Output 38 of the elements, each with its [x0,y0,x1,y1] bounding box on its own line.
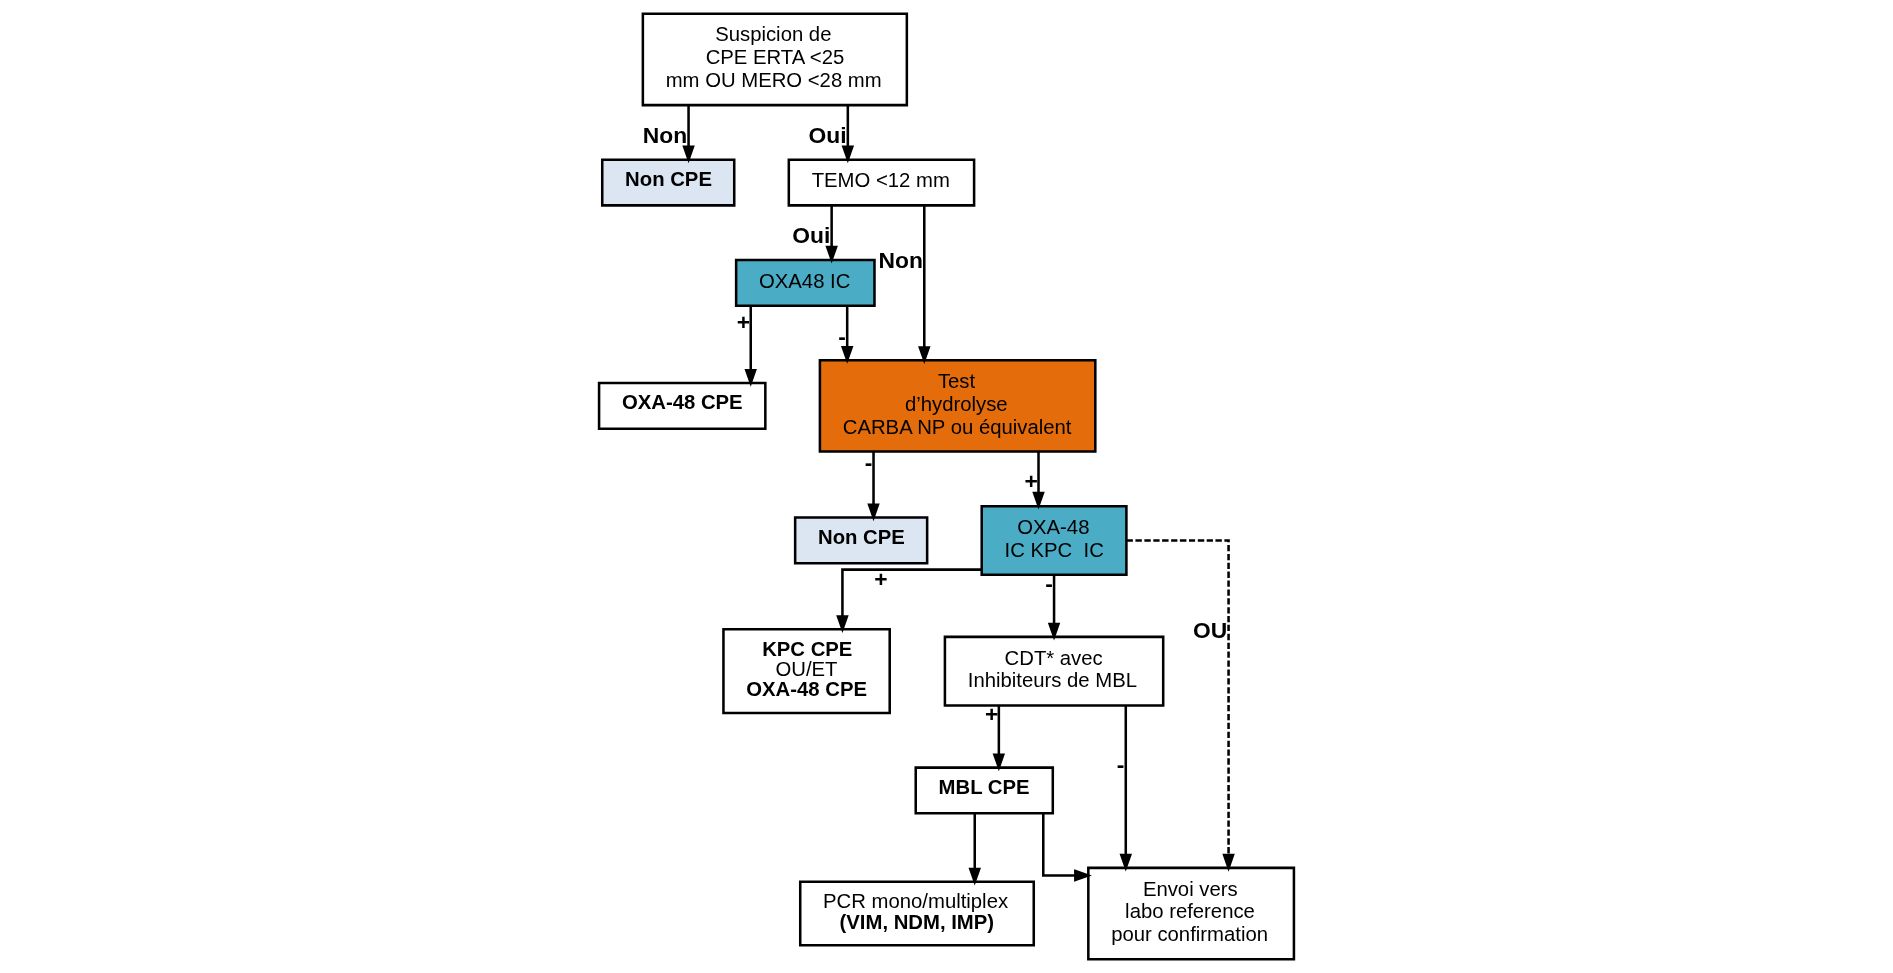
arrow [682,105,695,164]
edge-label: Oui [808,122,847,149]
node-box: Non CPE [793,516,929,565]
node-box: OXA-48 CPE [597,381,767,430]
arrow [1032,451,1045,510]
edge-label: Oui [792,222,831,249]
arrow [1047,574,1061,641]
edge-label: - [1116,751,1125,778]
edge-label: + [736,308,751,335]
arrow [1126,539,1235,872]
arrow [992,705,1006,772]
node-box: Envoi vers labo reference pour confirmation [1087,866,1296,961]
arrow [744,305,757,387]
arrow [1042,813,1092,882]
edge-label: - [838,322,846,349]
arrow [1119,705,1132,872]
edge-label: Non [642,122,688,149]
arrow [918,205,931,365]
arrow [825,205,838,264]
node-box: OXA48 IC [734,258,876,307]
node-box: PCR mono/multiplex (VIM, NDM, IMP) [798,880,1035,947]
node-box: CDT* avec Inhibiteurs de MBL [943,635,1165,707]
node-box: Test d’hydrolyse CARBA NP ou équivalent [818,358,1097,453]
node-box: TEMO <12 mm [787,158,976,207]
arrow [841,105,855,164]
node-box: MBL CPE [914,766,1055,815]
edge-label: + [874,565,888,592]
node-box: Suspicion de CPE ERTA <25 mm OU MERO <28 mm [641,12,909,107]
node-box: KPC CPE OU/ET OXA-48 CPE [722,628,891,715]
edge-label: OU [1193,617,1228,644]
arrow [840,305,854,364]
edge-label: Non [878,247,923,274]
arrow [867,451,880,522]
edge-label: + [1024,468,1038,495]
arrow [836,568,982,634]
node-box: Non CPE [601,158,736,207]
node-box: OXA-48 IC KPC IC [980,504,1128,576]
arrow [968,813,981,886]
